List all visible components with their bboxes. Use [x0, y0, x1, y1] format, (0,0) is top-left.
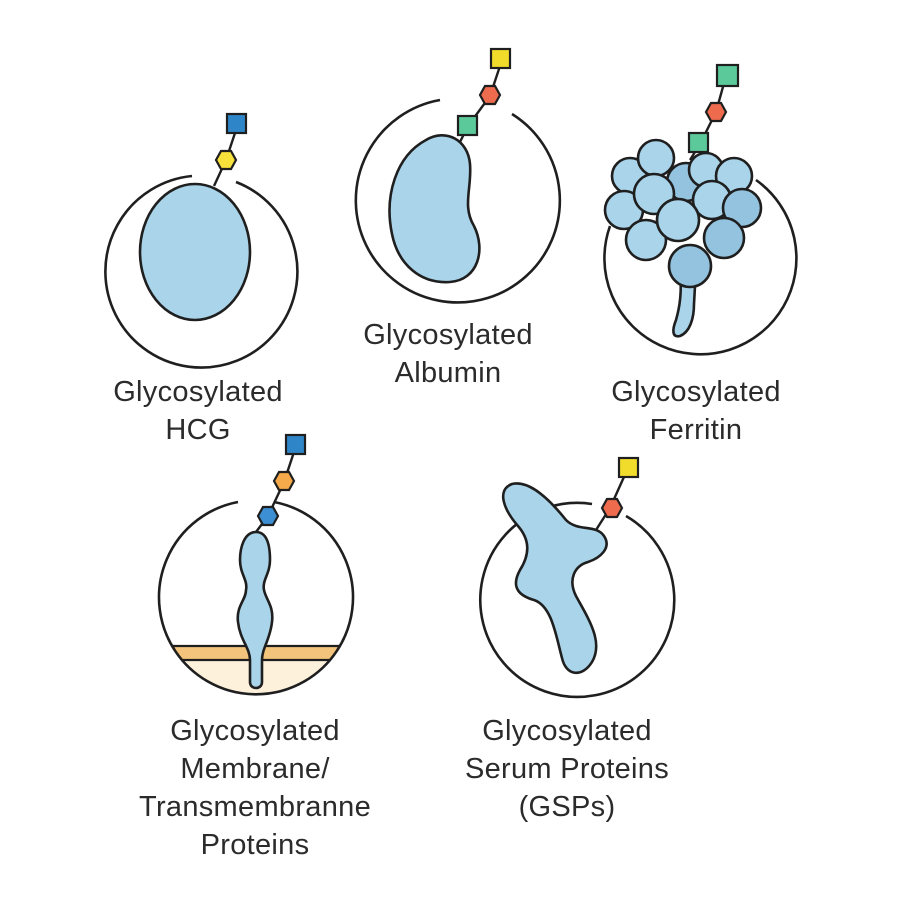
panel-hcg — [104, 112, 299, 369]
label-gsp: Glycosylated Serum Proteins (GSPs) — [432, 712, 702, 826]
hcg-square-blue-icon — [225, 112, 248, 135]
membrane-hexagon-orange-icon — [272, 470, 296, 492]
label-ferritin: Glycosylated Ferritin — [586, 373, 806, 449]
label-hcg-line-2: HCG — [165, 414, 231, 446]
ferritin-hexagon-red-icon — [704, 101, 728, 123]
ferritin-circle — [603, 178, 798, 356]
ferritin-square-green-lower-icon — [687, 131, 710, 154]
label-membrane: Glycosylated Membrane/ Transmembranne Pr… — [100, 712, 410, 864]
gsp-hexagon-red-icon — [600, 497, 624, 519]
label-membrane-line-2: Membrane/ — [180, 753, 330, 785]
albumin-protein — [388, 134, 481, 284]
hcg-glycan-chain — [212, 112, 248, 187]
gsp-circle — [479, 501, 676, 699]
panel-gsp — [479, 456, 676, 699]
label-membrane-line-1: Glycosylated — [170, 715, 340, 747]
label-ferritin-line-2: Ferritin — [649, 414, 743, 446]
membrane-protein — [236, 530, 274, 690]
membrane-square-blue-icon — [284, 433, 307, 456]
ferritin-square-green-upper-icon — [715, 63, 740, 88]
label-hcg: Glycosylated HCG — [88, 373, 308, 449]
gsp-square-yellow-icon — [617, 456, 640, 479]
label-albumin-line-2: Albumin — [394, 357, 502, 389]
label-gsp-line-3: (GSPs) — [518, 791, 616, 823]
hcg-protein — [138, 182, 252, 322]
panel-membrane — [157, 433, 355, 696]
label-membrane-line-3: Transmembranne — [139, 791, 371, 823]
label-ferritin-line-1: Glycosylated — [611, 376, 781, 408]
label-albumin: Glycosylated Albumin — [338, 316, 558, 392]
membrane-hexagon-blue-icon — [256, 505, 280, 527]
gsp-glycan-chain — [594, 456, 640, 531]
gsp-protein — [501, 482, 608, 675]
panel-albumin — [354, 47, 562, 304]
albumin-circle — [354, 98, 562, 304]
panel-ferritin — [603, 63, 798, 356]
hcg-circle — [104, 174, 299, 369]
albumin-hexagon-red-icon — [478, 84, 502, 106]
label-gsp-line-2: Serum Proteins — [464, 753, 670, 785]
ferritin-subunit-cluster — [603, 138, 763, 289]
membrane-glycan-chain — [255, 433, 307, 533]
label-albumin-line-1: Glycosylated — [363, 319, 533, 351]
label-membrane-line-4: Proteins — [200, 829, 310, 861]
membrane-circle — [157, 500, 355, 696]
albumin-square-green-icon — [456, 114, 479, 137]
label-gsp-line-1: Glycosylated — [482, 715, 652, 747]
label-hcg-line-1: Glycosylated — [113, 376, 283, 408]
hcg-hexagon-yellow-icon — [214, 149, 238, 171]
albumin-square-yellow-icon — [489, 47, 512, 70]
albumin-glycan-chain — [456, 47, 512, 143]
ferritin-glycan-chain — [687, 63, 740, 161]
